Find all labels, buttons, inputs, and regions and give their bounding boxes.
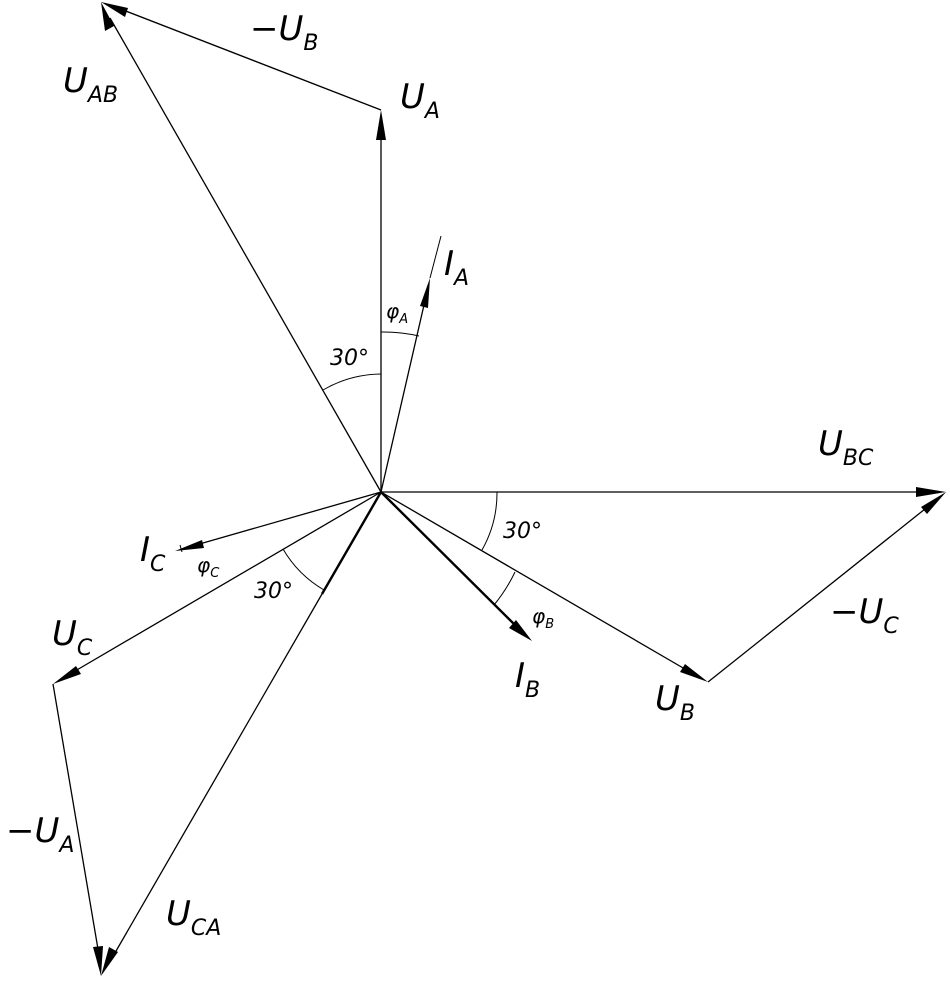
vector-u-b	[380, 491, 708, 682]
arc-phi-a	[380, 331, 420, 337]
label-phi-b: φB	[532, 604, 554, 632]
label-i-a: IA	[444, 244, 469, 291]
vector-i-c	[175, 491, 382, 551]
label-i-c: IC	[140, 530, 166, 577]
vector-u-c	[53, 491, 382, 684]
label-30-ab: 30°	[330, 346, 369, 371]
label-i-b: IB	[515, 656, 540, 703]
label-30-bc: 30°	[503, 519, 542, 544]
label-u-bc: UBC	[818, 424, 874, 471]
label-phi-c: φC	[197, 553, 220, 581]
vector-u-ca	[101, 491, 383, 976]
label-u-c: UC	[52, 614, 93, 661]
arc-30-ca	[282, 548, 325, 591]
arc-30-bc	[481, 491, 498, 551]
label-u-b: UB	[655, 679, 695, 726]
vector-u-a	[376, 110, 386, 492]
vector-neg-u-b	[101, 2, 382, 111]
arc-phi-c	[179, 544, 183, 553]
arc-phi-b	[493, 571, 516, 606]
label-u-ca: UCA	[166, 894, 221, 941]
vector-u-ab	[101, 2, 382, 493]
vector-neg-u-c	[707, 492, 946, 683]
label-neg-u-a: −UA	[6, 811, 74, 858]
label-neg-u-b: −UB	[250, 9, 318, 56]
arc-30-ab	[322, 373, 382, 391]
vector-i-b	[380, 491, 532, 641]
vector-neg-u-a	[52, 683, 103, 976]
label-u-a: UA	[400, 77, 440, 124]
label-phi-a: φA	[386, 299, 408, 327]
vector-u-bc	[381, 487, 946, 497]
label-30-ca: 30°	[254, 579, 293, 604]
i-a-extension-line	[429, 235, 442, 279]
label-u-ab: UAB	[63, 61, 118, 108]
vector-i-a	[380, 278, 430, 493]
label-neg-u-c: −UC	[830, 592, 899, 639]
